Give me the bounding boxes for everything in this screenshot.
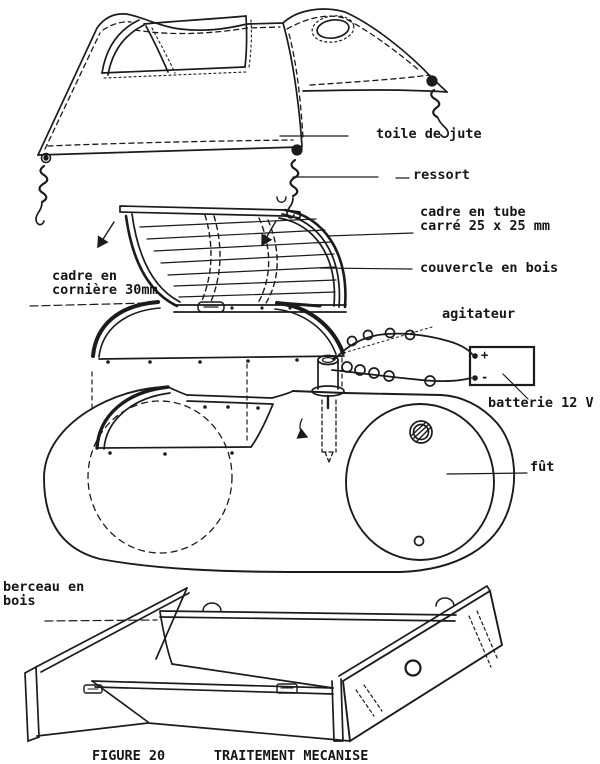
spring-left [35,152,52,226]
label-batterie: batterie 12 V [488,395,594,411]
jute-canvas-drawing [37,8,448,156]
label-corniere: cadre en cornière 30mm [52,268,158,298]
label-cadre-tube: cadre en tube carré 25 x 25 mm [420,204,551,234]
lid-arrow-icon [261,220,277,247]
corniere-frame-drawing [91,300,345,442]
label-toile-de-jute: toile de jute [376,126,482,142]
battery-drawing [468,345,536,387]
figure-caption: FIGURE 20 TRAITEMENT MECANISE [92,748,369,764]
spring-middle [286,144,303,219]
label-agitateur: agitateur [442,306,516,322]
battery-minus-sign: - [481,370,489,384]
label-fut: fût [530,459,555,475]
leader-lines [29,135,529,622]
label-berceau: berceau en bois [3,579,85,609]
lid-drawing [97,196,347,313]
label-ressort: ressort [413,167,470,183]
cradle-drawing [24,585,504,743]
battery-plus-sign: + [481,348,489,362]
spring-right [426,75,449,138]
drum-drawing [43,385,515,573]
rotation-arrow-icon [296,418,309,439]
filler-plug [409,420,433,444]
label-couvercle: couvercle en bois [420,260,559,276]
agitator-drawing [296,327,473,463]
down-left-arrow-icon [97,221,115,249]
